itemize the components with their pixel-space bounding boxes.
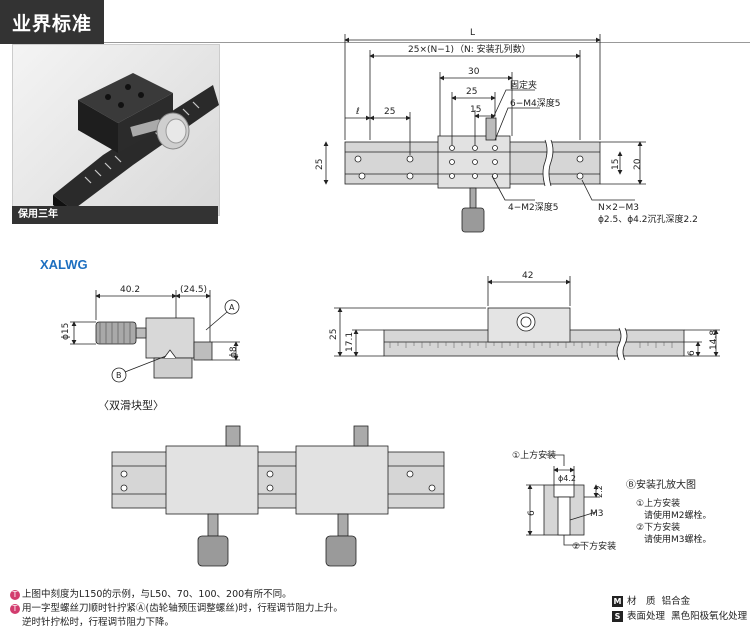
dim-15: 15 [470,105,481,115]
dim-25-left: 25 [384,107,395,117]
dim-40-2: 40.2 [120,285,140,295]
detail-top-mount: ①上方安装 [512,449,556,461]
dim-L: L [470,28,475,38]
detail-notes: ①上方安装 请使用M2螺栓。 ②下方安装 请使用M3螺栓。 [636,498,712,546]
dim-20-right: 20 [633,158,643,170]
detail-note2-title: ②下方安装 [636,523,681,533]
footnote-3: 逆时针拧松时，行程调节阻力下降。 [22,617,175,628]
dim-42: 42 [522,271,533,281]
label-m4: 6−M4深度5 [510,97,561,109]
dim-14-8: 14.8 [709,330,719,350]
front-view-labels: 42 25 17.1 6 14.8 [329,271,719,356]
detail-note1-title: ①上方安装 [636,499,681,509]
detail-phi4-2: ϕ4.2 [558,474,576,483]
detail-bottom-mount: ②下方安装 [572,540,616,552]
dim-15-right: 15 [611,159,621,170]
label-clamp: 固定夹 [510,79,537,91]
warranty-banner: 保用三年 [12,206,218,224]
dim-25-inner: 25 [466,87,477,97]
model-code: XALWG [40,257,88,272]
variant-label: 〈双滑块型〉 [98,399,164,412]
front-view [334,276,720,362]
detail-dim-2-2: 2.2 [595,485,604,498]
detail-dim-6: 6 [527,510,537,516]
hole-detail-labels: ①上方安装 ϕ4.2 6 2.2 M3 ②下方安装 [512,449,616,552]
dim-phi15: ϕ15 [61,323,71,340]
top-view [323,34,646,233]
dim-phi8: ϕ8 [229,346,239,358]
dim-pitch: 25×(N−1) [408,45,454,55]
dim-25-front: 25 [329,329,339,340]
dim-6-front: 6 [687,350,697,356]
label-counterbore: ϕ2.5、ϕ4.2沉孔深度2.2 [598,213,698,225]
callout-b: B [116,371,122,380]
dim-l: ℓ [355,107,360,117]
label-m2: 4−M2深度5 [508,201,559,213]
dim-25-height: 25 [315,159,325,170]
top-view-labels: L 25×(N−1) （N: 安装孔列数） 30 25 15 ℓ 25 25 1… [315,28,698,225]
standard-badge: 业界标准 [0,0,104,44]
side-view-labels: 40.2 (24.5) ϕ15 ϕ8 A B [61,285,239,380]
dim-30: 30 [468,67,480,77]
detail-title: Ⓑ安装孔放大图 [626,480,696,491]
callout-a: A [229,303,235,312]
detail-note1-text: 请使用M2螺栓。 [644,511,712,521]
detail-m3: M3 [590,509,604,519]
label-m3: N×2−M3 [598,203,639,213]
header-divider [104,42,750,43]
note-mark-icon: T [10,589,20,600]
detail-note2-text: 请使用M3螺栓。 [644,535,712,545]
note-mark-icon: T [10,603,20,614]
side-view [70,290,240,383]
dim-pitch-note: （N: 安装孔列数） [455,43,531,55]
double-slider-view [111,425,445,567]
dim-24-5: (24.5) [180,285,207,295]
hole-detail [526,454,600,546]
dim-17-1: 17.1 [345,332,355,352]
